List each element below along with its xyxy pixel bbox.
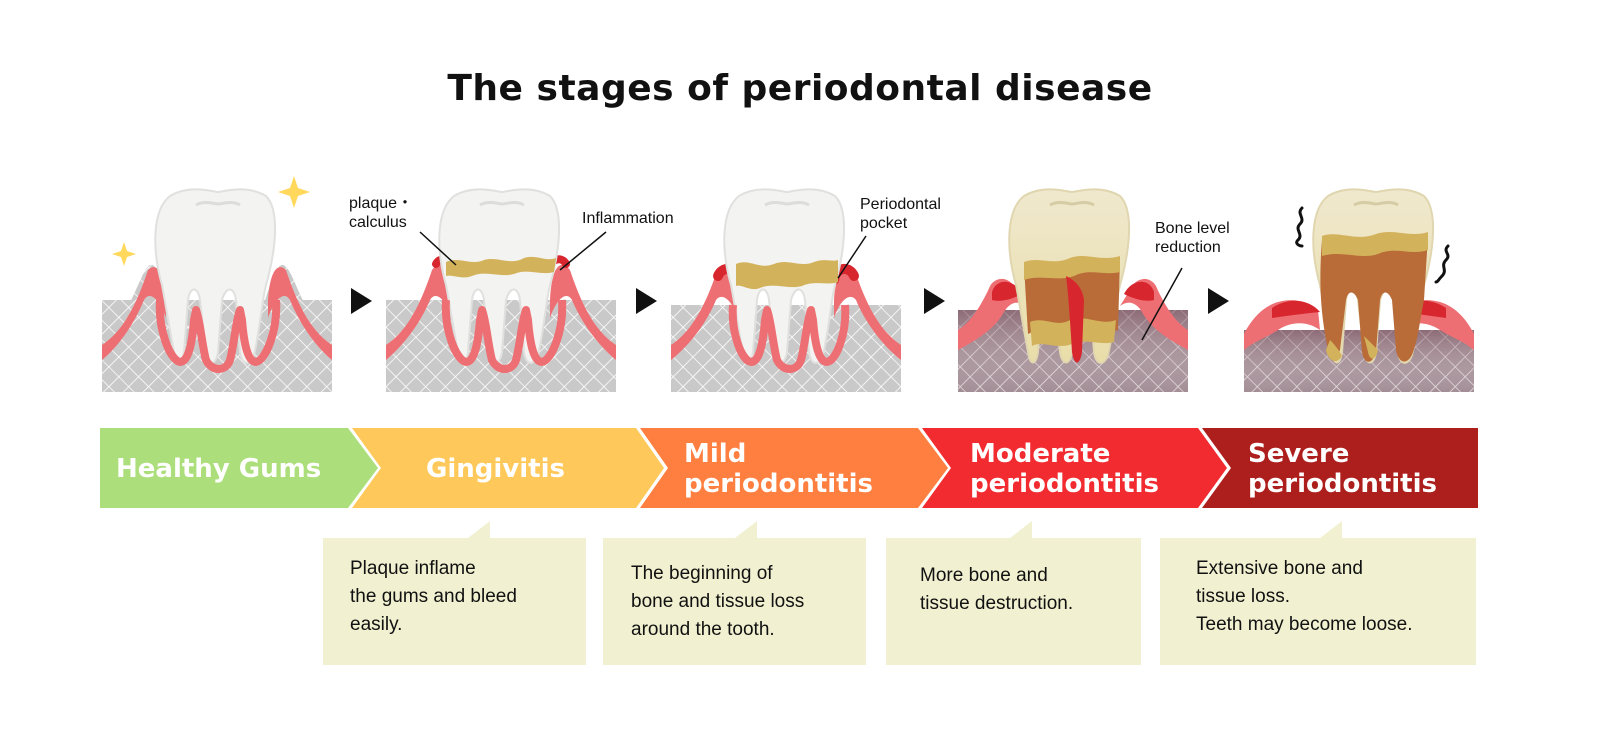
description-moderate: More bone and tissue destruction. bbox=[920, 562, 1073, 618]
description-severe: Extensive bone and tissue loss. Teeth ma… bbox=[1196, 555, 1413, 639]
arrow-icon bbox=[351, 288, 372, 314]
healthy-tooth-illustration bbox=[102, 176, 332, 392]
arrow-icon bbox=[1208, 288, 1229, 314]
description-gingivitis: Plaque inflame the gums and bleed easily… bbox=[350, 555, 517, 639]
moderate-periodontitis-tooth-illustration bbox=[958, 189, 1188, 392]
severe-periodontitis-tooth-illustration bbox=[1244, 189, 1474, 392]
periodontal-pocket-label: Periodontal pocket bbox=[860, 195, 941, 233]
inflammation-label: Inflammation bbox=[582, 209, 674, 228]
stage-name-healthy: Healthy Gums bbox=[116, 454, 321, 484]
page-title: The stages of periodontal disease bbox=[0, 68, 1600, 109]
arrow-icon bbox=[636, 288, 657, 314]
inflammation-leader-line bbox=[560, 232, 606, 270]
tooth bbox=[155, 189, 275, 363]
description-mild: The beginning of bone and tissue loss ar… bbox=[631, 560, 804, 644]
stage-name-severe: Severe periodontitis bbox=[1248, 439, 1437, 499]
arrow-icon bbox=[924, 288, 945, 314]
plaque-calculus-label: plaque・ calculus bbox=[349, 194, 413, 232]
stage-name-mild: Mild periodontitis bbox=[684, 439, 873, 499]
stage-name-moderate: Moderate periodontitis bbox=[970, 439, 1159, 499]
stage-name-gingivitis: Gingivitis bbox=[426, 454, 565, 484]
bone-level-reduction-label: Bone level reduction bbox=[1155, 219, 1230, 257]
